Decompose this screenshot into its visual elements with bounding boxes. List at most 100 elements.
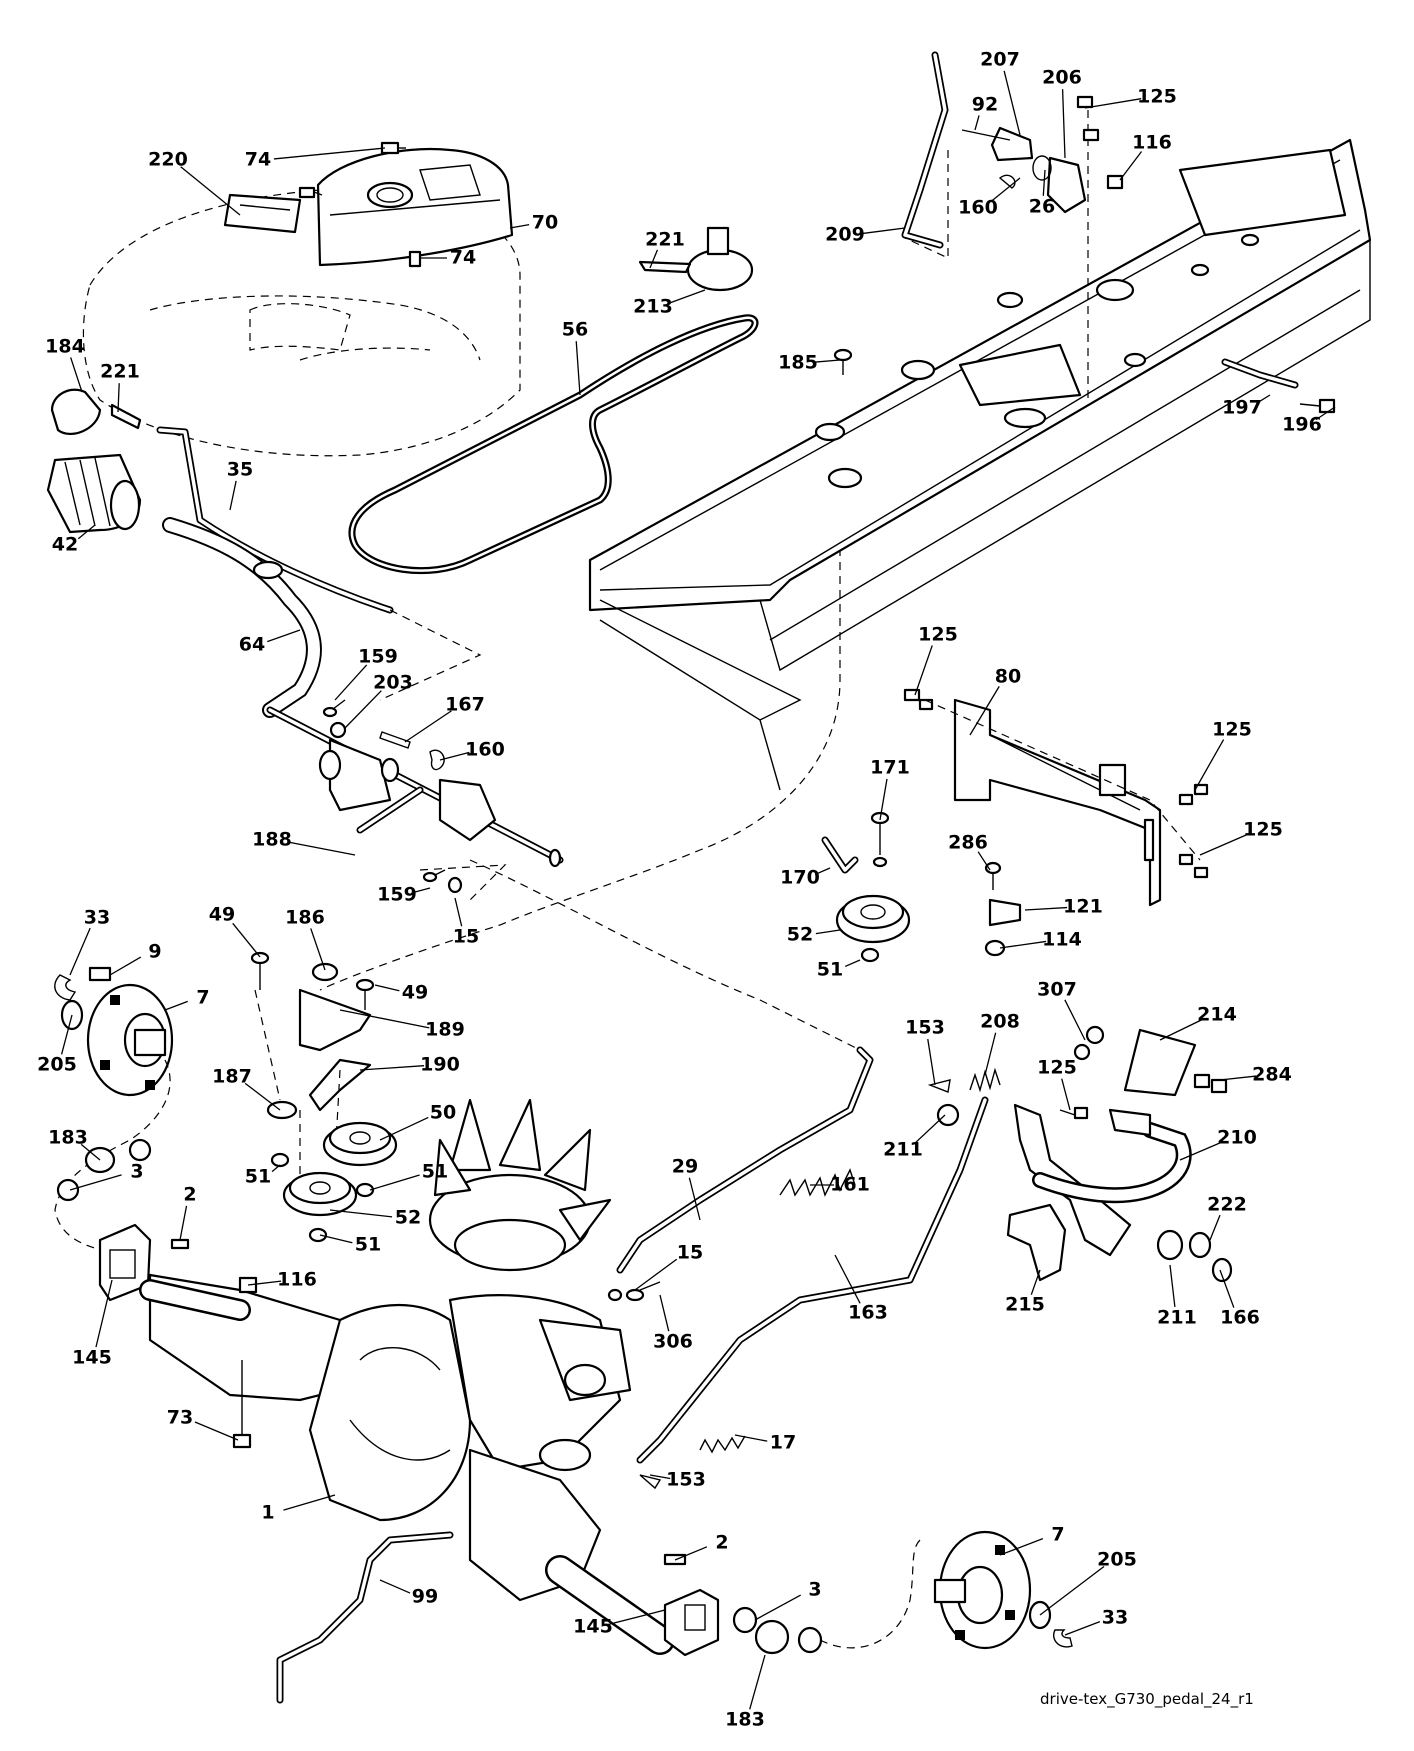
callout-leader bbox=[659, 1294, 670, 1332]
callout-leader bbox=[1179, 1141, 1223, 1161]
callout-leader bbox=[667, 289, 706, 305]
callout-label: 49 bbox=[401, 981, 429, 1004]
callout-leader bbox=[879, 778, 888, 821]
nut-51-c bbox=[308, 1227, 328, 1243]
bolt-92 bbox=[961, 129, 1011, 141]
callout-label: 33 bbox=[1101, 1606, 1129, 1629]
clip-153-upper bbox=[927, 1079, 951, 1093]
callout-label: 74 bbox=[449, 246, 477, 269]
callout-label: 159 bbox=[358, 645, 398, 668]
callout-leader bbox=[194, 1421, 239, 1441]
callout-leader bbox=[999, 940, 1047, 949]
callout-label: 15 bbox=[452, 925, 480, 948]
pedal-214 bbox=[1123, 1028, 1197, 1097]
callout-leader bbox=[969, 686, 1000, 736]
callout-label: 125 bbox=[918, 623, 958, 646]
callout-label: 307 bbox=[1037, 978, 1077, 1001]
clip-33-right bbox=[1053, 1629, 1073, 1648]
bracket-80 bbox=[953, 698, 1162, 907]
callout-leader bbox=[844, 959, 861, 968]
callout-label: 211 bbox=[883, 1138, 923, 1161]
washer-3-right-a bbox=[732, 1606, 758, 1634]
callout-leader bbox=[80, 1143, 101, 1161]
callout-leader bbox=[1315, 406, 1336, 421]
callout-leader bbox=[109, 956, 142, 976]
console-panel bbox=[316, 147, 514, 267]
callout-label: 125 bbox=[1212, 718, 1252, 741]
callout-leader bbox=[267, 629, 301, 643]
callout-label: 188 bbox=[252, 828, 292, 851]
callout-label: 116 bbox=[1132, 131, 1172, 154]
callout-leader bbox=[117, 383, 120, 413]
callout-label: 286 bbox=[948, 831, 988, 854]
clip-160-top bbox=[998, 174, 1016, 189]
callout-leader bbox=[1169, 1264, 1176, 1307]
callout-leader bbox=[359, 1065, 425, 1071]
callout-label: 206 bbox=[1042, 66, 1082, 89]
decal-220 bbox=[223, 193, 302, 234]
lever-64 bbox=[162, 517, 322, 718]
washer-166 bbox=[1211, 1257, 1233, 1283]
callout-leader bbox=[164, 1000, 188, 1011]
callout-leader bbox=[1119, 151, 1143, 181]
callout-leader bbox=[95, 1279, 113, 1348]
callout-leader bbox=[1024, 906, 1068, 911]
callout-label: 197 bbox=[1222, 396, 1262, 419]
callout-label: 42 bbox=[51, 533, 79, 556]
callout-label: 2 bbox=[715, 1531, 729, 1554]
bolts-125-bracket bbox=[903, 688, 1209, 879]
callout-leader bbox=[990, 177, 1021, 202]
callout-label: 183 bbox=[48, 1126, 88, 1149]
callout-label: 125 bbox=[1137, 85, 1177, 108]
bolt-171 bbox=[870, 811, 890, 868]
callout-label: 213 bbox=[633, 295, 673, 318]
callout-leader bbox=[649, 249, 659, 269]
shaft-188 bbox=[266, 706, 564, 868]
callout-label: 145 bbox=[72, 1346, 112, 1369]
screw-74-mid bbox=[298, 186, 323, 199]
drawing-caption: drive-tex_G730_pedal_24_r1 bbox=[1040, 1690, 1254, 1708]
callout-leader bbox=[1219, 1075, 1257, 1081]
spring-161 bbox=[779, 1168, 856, 1197]
callout-leader bbox=[232, 922, 261, 958]
clip-284-b bbox=[1210, 1078, 1228, 1094]
clip-221-left bbox=[110, 403, 142, 430]
callout-label: 51 bbox=[244, 1165, 272, 1188]
callout-label: 1 bbox=[261, 1501, 275, 1524]
pedal-arm bbox=[1013, 1103, 1132, 1257]
callout-label: 2 bbox=[183, 1183, 197, 1206]
callout-label: 26 bbox=[1028, 195, 1056, 218]
callout-leader bbox=[1199, 833, 1249, 856]
bolt-49-right bbox=[355, 978, 375, 1010]
callout-leader bbox=[69, 927, 91, 976]
callout-label: 70 bbox=[531, 211, 559, 234]
callout-label: 64 bbox=[238, 633, 266, 656]
fan bbox=[428, 1098, 612, 1272]
callout-leader bbox=[974, 115, 980, 131]
washer-307 bbox=[1073, 1025, 1105, 1061]
nut-51-a bbox=[270, 1152, 290, 1168]
callout-leader bbox=[814, 867, 831, 876]
callout-label: 185 bbox=[778, 351, 818, 374]
idler-pulley-right bbox=[835, 894, 911, 963]
callout-label: 56 bbox=[561, 318, 589, 341]
callout-leader bbox=[339, 1009, 430, 1029]
callout-label: 215 bbox=[1005, 1293, 1045, 1316]
callout-label: 203 bbox=[373, 671, 413, 694]
knob-213 bbox=[686, 226, 754, 292]
callout-label: 183 bbox=[725, 1708, 765, 1731]
callout-leader bbox=[1159, 1018, 1203, 1041]
callout-leader bbox=[60, 1014, 73, 1055]
callout-label: 284 bbox=[1252, 1063, 1292, 1086]
callout-leader bbox=[271, 1164, 281, 1173]
callout-leader bbox=[310, 928, 326, 971]
callout-label: 167 bbox=[445, 693, 485, 716]
knob-184 bbox=[50, 388, 102, 435]
callout-label: 116 bbox=[277, 1268, 317, 1291]
bolt-49-left bbox=[250, 951, 270, 990]
callout-label: 125 bbox=[1243, 818, 1283, 841]
transaxle bbox=[139, 1273, 675, 1655]
callout-label: 50 bbox=[429, 1101, 457, 1124]
callout-leader bbox=[319, 1234, 353, 1244]
callout-label: 125 bbox=[1037, 1056, 1077, 1079]
